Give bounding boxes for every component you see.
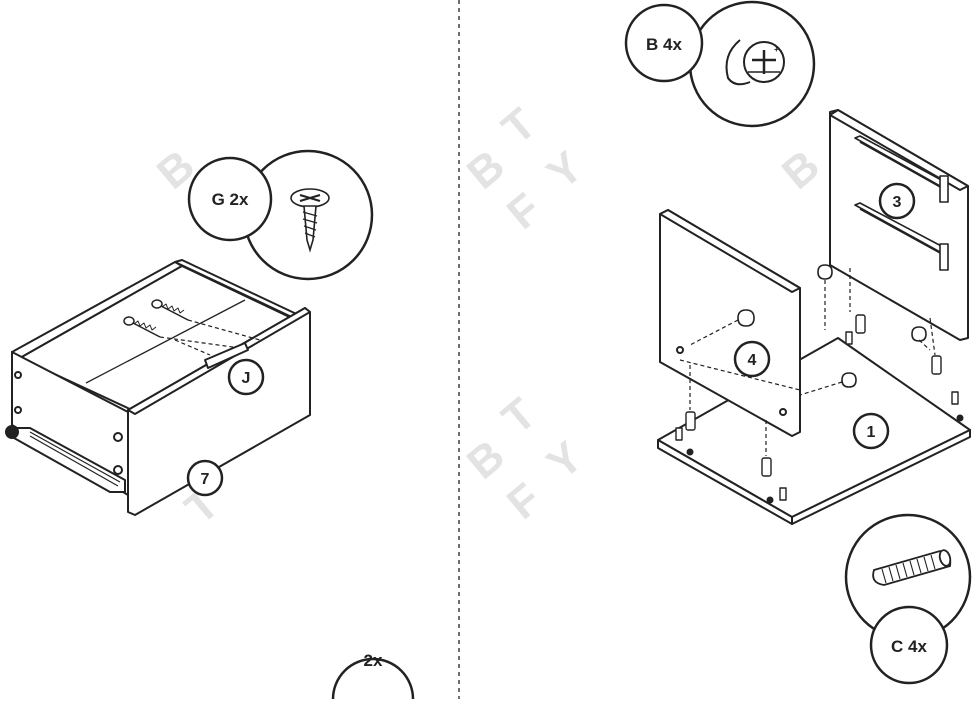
callout-4-label: 4 bbox=[748, 352, 757, 369]
step-multiplier: 2x bbox=[331, 651, 415, 700]
watermark-letter: F bbox=[498, 184, 550, 239]
part-j-bar bbox=[204, 342, 249, 369]
screw-icon bbox=[290, 188, 330, 253]
watermark-letter: T bbox=[493, 389, 545, 444]
watermark-letter: T bbox=[493, 99, 545, 154]
cam-lock-part bbox=[737, 264, 927, 388]
callout-j: J bbox=[227, 358, 265, 396]
panel-slide bbox=[854, 135, 949, 271]
drawer-screw bbox=[123, 299, 189, 338]
part-c-label: C 4x bbox=[891, 637, 927, 656]
dowel-part bbox=[675, 314, 959, 501]
callout-j-label: J bbox=[242, 370, 251, 387]
part-c-callout: C 4x bbox=[844, 513, 972, 685]
wooden-dowel-icon bbox=[872, 549, 952, 586]
callout-1-label: 1 bbox=[867, 424, 876, 441]
left-side-panel bbox=[659, 209, 801, 437]
callout-1: 1 bbox=[852, 412, 890, 450]
watermark-letter: B bbox=[458, 431, 514, 489]
part-b-label-circle bbox=[624, 3, 704, 83]
drawer-assembly bbox=[5, 259, 311, 516]
svg-text:+: + bbox=[774, 45, 779, 54]
callout-7-label: 7 bbox=[201, 471, 210, 488]
part-b-label: B 4x bbox=[646, 35, 682, 54]
part-g-label: G 2x bbox=[212, 190, 249, 209]
cam-lock-icon: + bbox=[725, 39, 785, 86]
callout-3-label: 3 bbox=[893, 194, 902, 211]
cabinet-assembly bbox=[657, 109, 971, 525]
step-multiplier-label: 2x bbox=[364, 651, 383, 670]
callout-3: 3 bbox=[878, 182, 916, 220]
watermark-letter: Y bbox=[538, 432, 592, 488]
watermark-letter: Y bbox=[538, 142, 592, 198]
watermark-letter: B bbox=[458, 141, 514, 199]
callout-4: 4 bbox=[733, 340, 771, 378]
watermark-letter: B bbox=[773, 141, 829, 199]
part-g-callout: G 2x bbox=[187, 149, 374, 281]
watermark-letter: F bbox=[498, 474, 550, 529]
part-b-callout: B 4x + bbox=[624, 0, 816, 128]
part-c-label-circle bbox=[869, 605, 949, 685]
callout-7: 7 bbox=[186, 459, 224, 497]
part-g-label-circle bbox=[187, 156, 273, 242]
